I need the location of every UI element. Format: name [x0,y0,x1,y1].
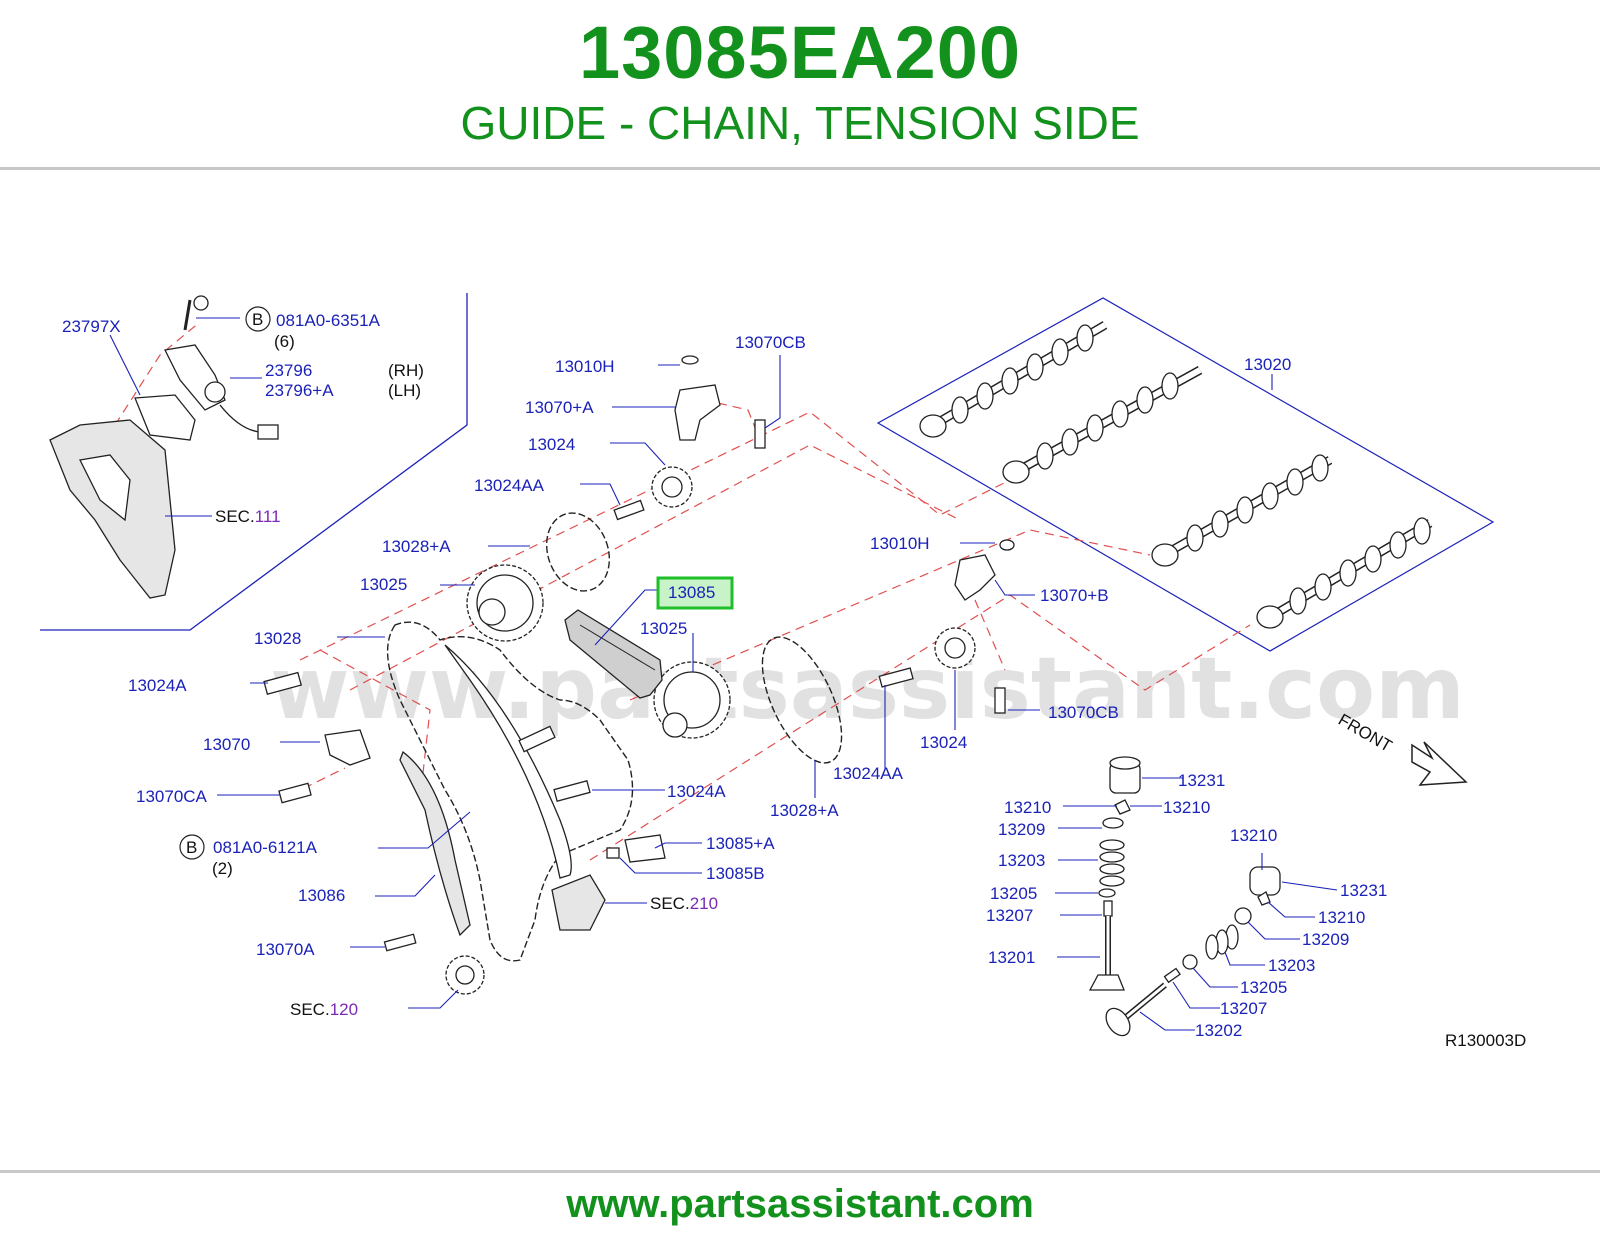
footer-site-link[interactable]: www.partsassistant.com [566,1182,1034,1226]
sprockets [445,466,976,995]
camshaft-3 [1151,454,1333,567]
callout-labels: 23797X 081A0-6351A (6) 23796 23796+A (RH… [62,311,1526,1050]
label-13010h-right[interactable]: 13010H [870,534,930,553]
camshaft-frame [876,297,1495,652]
leader-lines [109,317,1338,1031]
label-23796-a[interactable]: 23796+A [265,381,334,400]
label-13085[interactable]: 13085 [668,583,715,602]
label-13025-left[interactable]: 13025 [360,575,407,594]
label-13201[interactable]: 13201 [988,948,1035,967]
label-13209-left[interactable]: 13209 [998,820,1045,839]
label-13231-right[interactable]: 13231 [1340,881,1387,900]
label-13209-right[interactable]: 13209 [1302,930,1349,949]
label-13070cb-right[interactable]: 13070CB [1048,703,1119,722]
b-marker-1 [245,306,271,332]
label-081a0-6121a[interactable]: 081A0-6121A [213,838,318,857]
valve-train [1088,756,1281,1037]
label-13085b[interactable]: 13085B [706,864,765,883]
front-arrow-icon [1411,741,1468,786]
label-13205-right[interactable]: 13205 [1240,978,1287,997]
label-rh: (RH) [388,361,424,380]
label-13205-left[interactable]: 13205 [990,884,1037,903]
b-marker-2-label: B [186,838,197,857]
label-13202[interactable]: 13202 [1195,1021,1242,1040]
label-qty-2: (2) [212,859,233,878]
part-number-title: 13085EA200 [578,11,1022,94]
front-cover-inset [49,295,279,599]
tensioners-bolts [263,355,1015,952]
watermark-text: www.partsassistant.com [270,639,1465,739]
label-13085-a[interactable]: 13085+A [706,834,775,853]
label-lh: (LH) [388,381,421,400]
b-marker-1-label: B [252,310,263,329]
label-13207-left[interactable]: 13207 [986,906,1033,925]
label-13203-left[interactable]: 13203 [998,851,1045,870]
camshaft-2 [1002,366,1203,484]
label-13024-top[interactable]: 13024 [528,435,575,454]
label-13025-center[interactable]: 13025 [640,619,687,638]
label-13024aa-right[interactable]: 13024AA [833,764,904,783]
label-13024a-left[interactable]: 13024A [128,676,187,695]
page-header: 13085EA200 GUIDE - CHAIN, TENSION SIDE [0,0,1600,168]
label-13070-a[interactable]: 13070+A [525,398,594,417]
label-13020[interactable]: 13020 [1244,355,1291,374]
label-13028[interactable]: 13028 [254,629,301,648]
part-description: GUIDE - CHAIN, TENSION SIDE [460,97,1140,149]
label-13028-a-bottom[interactable]: 13028+A [770,801,839,820]
label-13070cb-top[interactable]: 13070CB [735,333,806,352]
label-13024aa-top[interactable]: 13024AA [474,476,545,495]
label-13070a[interactable]: 13070A [256,940,315,959]
label-13210-left[interactable]: 13210 [1004,798,1051,817]
label-sec-210[interactable]: SEC.210 [650,894,718,913]
label-081a0-6351a[interactable]: 081A0-6351A [276,311,381,330]
label-23797x[interactable]: 23797X [62,317,121,336]
highlight-box-13085[interactable] [656,576,734,610]
label-23796[interactable]: 23796 [265,361,312,380]
tension-guide-13085[interactable] [564,609,663,699]
label-13070-b[interactable]: 13070+B [1040,586,1109,605]
inset-frame [40,293,468,631]
camshaft-4 [1256,517,1433,629]
timing-chains [386,512,843,962]
label-13207-right[interactable]: 13207 [1220,999,1267,1018]
footer-divider [0,1170,1600,1173]
label-13210-lower-right[interactable]: 13210 [1318,908,1365,927]
header-divider [0,167,1600,170]
label-13210-right[interactable]: 13210 [1163,798,1210,817]
label-13210-upper-right[interactable]: 13210 [1230,826,1277,845]
label-qty-6: (6) [274,332,295,351]
label-13028-a-top[interactable]: 13028+A [382,537,451,556]
label-13070ca[interactable]: 13070CA [136,787,208,806]
camshaft-assembly [919,321,1433,629]
label-13024a-center[interactable]: 13024A [667,782,726,801]
b-marker-2 [179,834,205,860]
camshaft-1 [919,321,1108,438]
label-sec-120[interactable]: SEC.120 [290,1000,358,1019]
label-13024-right[interactable]: 13024 [920,733,967,752]
label-13203-right[interactable]: 13203 [1268,956,1315,975]
bolt-markers: B B [179,306,271,860]
label-13231-top[interactable]: 13231 [1178,771,1225,790]
label-13086[interactable]: 13086 [298,886,345,905]
label-13070[interactable]: 13070 [203,735,250,754]
label-13010h-top[interactable]: 13010H [555,357,615,376]
chain-guides [399,644,572,937]
label-sec-111[interactable]: SEC.111 [215,507,281,526]
diagram-ref-code: R130003D [1445,1031,1526,1050]
